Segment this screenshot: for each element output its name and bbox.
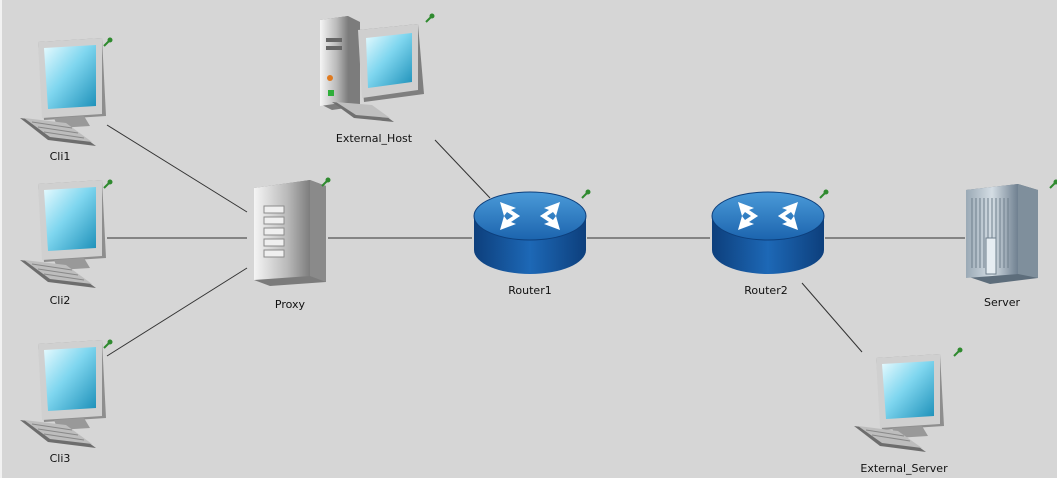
router-icon [711, 189, 829, 274]
workstation-computer-icon [320, 13, 435, 122]
node-label: Cli2 [49, 294, 71, 307]
desktop-computer-icon [20, 37, 113, 146]
node-router1[interactable]: Router1 [470, 188, 596, 297]
link-router2-externalserver [801, 282, 863, 353]
node-label: External_Host [335, 132, 413, 145]
node-server[interactable]: Server [960, 178, 1057, 309]
desktop-computer-icon [20, 339, 113, 448]
node-label: Router2 [744, 284, 788, 297]
node-label: Proxy [274, 298, 306, 311]
node-cli1[interactable]: Cli1 [14, 36, 114, 163]
link-cli3-proxy [106, 267, 248, 357]
node-label: External_Server [860, 462, 948, 475]
pin-icon [953, 347, 963, 357]
pin-icon [819, 189, 829, 199]
node-label: Cli1 [49, 150, 71, 163]
node-external-server[interactable]: External_Server [848, 346, 970, 475]
pin-icon [581, 189, 591, 199]
desktop-computer-icon [854, 347, 963, 452]
pin-icon [1049, 179, 1057, 189]
node-label: Cli3 [49, 452, 71, 465]
router-icon [473, 189, 591, 274]
server-tower-icon [254, 177, 331, 286]
pin-icon [103, 339, 113, 349]
node-label: Server [983, 296, 1021, 309]
rack-server-icon [966, 179, 1057, 284]
node-cli3[interactable]: Cli3 [14, 338, 114, 465]
node-proxy[interactable]: Proxy [240, 176, 336, 311]
pin-icon [103, 179, 113, 189]
node-cli2[interactable]: Cli2 [14, 178, 114, 307]
node-label: Router1 [508, 284, 552, 297]
link-externalhost-router1 [434, 139, 491, 199]
link-cli1-proxy [106, 124, 248, 213]
pin-icon [321, 177, 331, 187]
desktop-computer-icon [20, 179, 113, 288]
node-router2[interactable]: Router2 [708, 188, 834, 297]
pin-icon [425, 13, 435, 23]
pin-icon [103, 37, 113, 47]
node-external-host[interactable]: External_Host [314, 10, 444, 145]
